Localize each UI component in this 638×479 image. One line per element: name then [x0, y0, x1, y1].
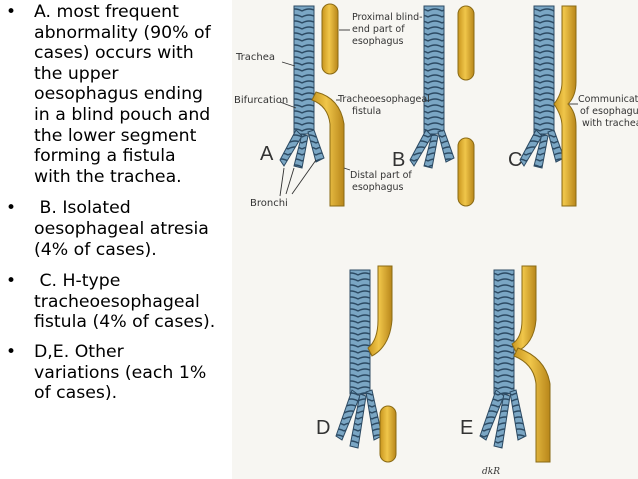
variant-a: A	[260, 3, 345, 207]
esophagus-a-distal	[311, 91, 345, 207]
bronchus-d-left	[335, 389, 361, 441]
bullet-a-line-7: the lower segment	[34, 125, 197, 146]
tef-diagram-svg: A B C D	[234, 3, 638, 477]
label-distal-2: esophagus	[352, 182, 404, 193]
bullet-b-line-3: (4% of cases).	[34, 239, 157, 260]
bullet-b-line-2: oesophageal atresia	[34, 218, 209, 239]
letter-a: A	[260, 143, 274, 165]
trachea-c	[533, 5, 555, 135]
bronchus-b-left	[409, 129, 433, 167]
label-trachea: Trachea	[235, 52, 275, 63]
trachea-b	[423, 5, 445, 135]
label-comm-3: with trachea	[582, 118, 638, 129]
letter-c: C	[508, 149, 522, 171]
bullet-list: • A. most frequent abnormality (90% of c…	[4, 2, 232, 415]
trachea-e	[493, 269, 515, 395]
bronchus-c-left	[519, 129, 543, 167]
signature-mark: dkR	[482, 467, 500, 477]
bronchus-c-mid	[533, 133, 549, 169]
esophagus-d-proximal	[367, 265, 393, 357]
label-comm-1: Communication	[578, 94, 638, 105]
esophagus-c	[553, 5, 577, 207]
bullet-a-line-5: oesophagus ending	[34, 84, 203, 105]
bronchus-e-left	[479, 389, 505, 441]
bullet-dot: •	[6, 2, 17, 22]
bullet-a-line-2: abnormality (90% of	[34, 22, 211, 43]
esophagus-a-proximal	[321, 3, 339, 75]
bullet-a: • A. most frequent abnormality (90% of c…	[4, 2, 232, 187]
variant-b: B	[392, 5, 475, 207]
label-bifurcation: Bifurcation	[234, 95, 288, 106]
bullet-a-line-6: in a blind pouch and	[34, 104, 211, 125]
esophagus-e-proximal	[511, 265, 537, 353]
bullet-de-line-3: of cases).	[34, 383, 118, 404]
esophagus-b-distal	[457, 137, 475, 207]
bronchus-b-mid	[423, 133, 439, 169]
leader-lines	[279, 29, 578, 197]
letter-d: D	[316, 417, 330, 439]
bullet-a-line-1: A. most frequent	[34, 2, 179, 22]
bronchus-a-mid	[293, 133, 309, 169]
bullet-de-line-1: D,E. Other	[34, 341, 124, 362]
bullet-dot: •	[6, 198, 17, 219]
bullet-a-line-9: with the trachea.	[34, 166, 182, 187]
trachea-a	[293, 5, 315, 135]
bronchus-d-mid	[349, 393, 367, 449]
bullet-c-line-1: C. H-type	[34, 271, 121, 292]
label-proximal-2: end part of	[352, 24, 405, 35]
bullet-dot: •	[6, 271, 17, 292]
label-tef-2: fistula	[352, 106, 381, 117]
bullet-de-line-2: variations (each 1%	[34, 362, 207, 383]
label-distal-1: Distal part of	[350, 170, 412, 181]
bullet-a-line-8: forming a fistula	[34, 146, 176, 167]
bronchus-e-right	[509, 389, 527, 441]
bullet-c-line-2: tracheoesophageal	[34, 291, 200, 312]
bullet-a-line-3: cases) occurs with	[34, 43, 194, 64]
bullet-a-line-4: the upper	[34, 63, 119, 84]
label-comm-2: of esophagus	[580, 106, 638, 117]
bronchus-b-right	[437, 129, 455, 163]
variant-e: E	[460, 265, 551, 463]
variant-d: D	[316, 265, 397, 463]
label-bronchi: Bronchi	[250, 198, 288, 209]
label-proximal-3: esophagus	[352, 36, 404, 47]
bronchus-a-right	[307, 129, 325, 163]
esophagus-e-distal	[513, 347, 551, 463]
bullet-c: • C. H-type tracheoesophageal fistula (4…	[4, 271, 232, 333]
esophagus-d-distal	[379, 405, 397, 463]
tef-variants-figure: A B C D	[232, 0, 638, 479]
bronchus-a-left	[279, 129, 303, 167]
variant-c: C	[508, 5, 577, 207]
bullet-dot: •	[6, 341, 17, 362]
bullet-b-line-1: B. Isolated	[34, 198, 131, 219]
bullet-d-e: • D,E. Other variations (each 1% of case…	[4, 342, 232, 404]
esophagus-b-proximal	[457, 5, 475, 81]
label-tef-1: Tracheoesophageal	[337, 94, 430, 105]
label-proximal-1: Proximal blind-	[352, 12, 423, 23]
bullet-c-line-3: fistula (4% of cases).	[34, 312, 216, 333]
letter-b: B	[392, 149, 405, 171]
letter-e: E	[460, 417, 473, 439]
bullet-b: • B. Isolated oesophageal atresia (4% of…	[4, 198, 232, 260]
bronchus-e-mid	[493, 393, 511, 449]
trachea-d	[349, 269, 371, 395]
